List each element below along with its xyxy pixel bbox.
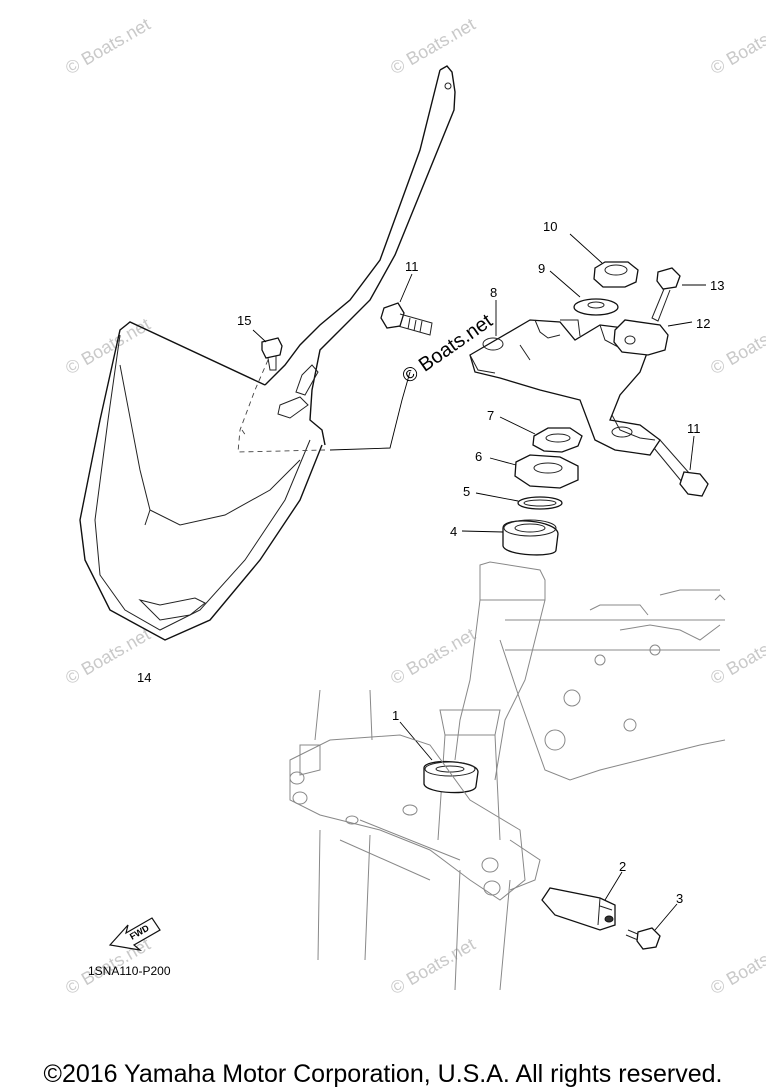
- parts-diagram: © Boats.net © Boats.net © Boats.net © Bo…: [62, 14, 766, 998]
- callout-2: 2: [619, 859, 626, 874]
- callout-4: 4: [450, 524, 457, 539]
- callout-7: 7: [487, 408, 494, 423]
- callout-6: 6: [475, 449, 482, 464]
- callout-15: 15: [237, 313, 251, 328]
- washer-9: [549, 270, 619, 316]
- watermark: © Boats.net: [707, 934, 766, 998]
- holder-12: [613, 319, 693, 356]
- mounting-guide: [329, 371, 411, 451]
- part-number: 1SNA110-P200: [88, 964, 171, 978]
- part-8: [482, 300, 504, 351]
- nut-10: [569, 233, 639, 288]
- callout-11-upper: 11: [405, 259, 419, 274]
- callout-9: 9: [538, 261, 545, 276]
- watermark: © Boats.net: [387, 934, 479, 998]
- fwd-arrow-icon: FWD: [108, 917, 161, 951]
- callout-5: 5: [463, 484, 470, 499]
- bearing-4: [461, 519, 559, 556]
- watermark: © Boats.net: [707, 14, 766, 78]
- callout-12: 12: [696, 316, 710, 331]
- watermark: © Boats.net: [62, 314, 154, 378]
- callout-13: 13: [710, 278, 724, 293]
- number-plate-cover: [79, 65, 456, 641]
- watermark: © Boats.net: [707, 314, 766, 378]
- frame-outline: [437, 561, 726, 841]
- callout-1: 1: [392, 708, 399, 723]
- callout-10: 10: [543, 219, 557, 234]
- watermark: © Boats.net: [62, 14, 154, 78]
- bolt-11-lower: [653, 435, 709, 497]
- cable-guide-2: [541, 871, 623, 931]
- copyright-notice: ©2016 Yamaha Motor Corporation, U.S.A. A…: [43, 1060, 723, 1088]
- callout-14: 14: [137, 670, 151, 685]
- watermark: © Boats.net: [387, 14, 479, 78]
- callout-labels: 1 2 3 4 5 6 7 8 9 10 11 11 12 13 14 15: [137, 219, 724, 906]
- bolt-13: [651, 267, 706, 322]
- upper-bracket: [469, 319, 661, 456]
- bolt-11-upper: [380, 273, 433, 336]
- bolt-15: [252, 329, 283, 371]
- callout-3: 3: [676, 891, 683, 906]
- watermark-layer: © Boats.net © Boats.net © Boats.net © Bo…: [62, 14, 766, 998]
- bearing-1: [399, 721, 479, 794]
- callout-8: 8: [490, 285, 497, 300]
- ring-5: [475, 492, 563, 510]
- washer-6: [489, 454, 579, 489]
- bolt-3: [625, 903, 678, 950]
- callout-11-lower: 11: [687, 421, 701, 436]
- watermark: © Boats.net: [707, 624, 766, 688]
- lower-bracket-forks: [289, 689, 541, 991]
- watermark: © Boats.net: [387, 624, 479, 688]
- ring-nut-7: [499, 416, 583, 453]
- mounting-guide: [237, 359, 326, 453]
